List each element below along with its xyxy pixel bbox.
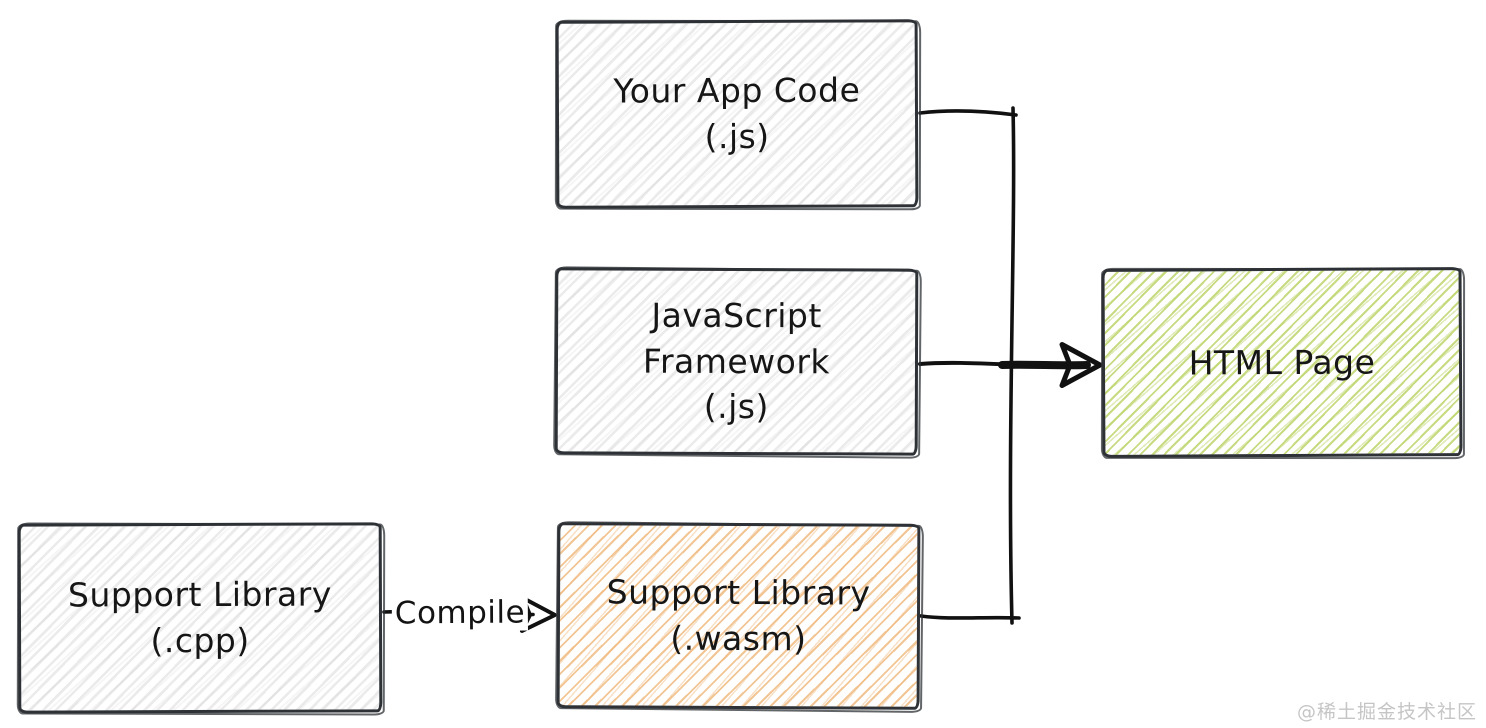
arrow-main-shaft-thick — [998, 360, 1091, 370]
label-line: Framework — [642, 341, 831, 382]
label-line: JavaScript — [651, 295, 822, 336]
box-javascript-framework: JavaScript Framework (.js) — [554, 267, 919, 456]
label-line: HTML Page — [1188, 342, 1376, 383]
box-your-app-code-label: Your App Code (.js) — [613, 68, 860, 160]
box-support-library-cpp-label: Support Library (.cpp) — [68, 572, 332, 664]
watermark-text: @稀土掘金技术社区 — [1296, 701, 1477, 723]
label-line: (.wasm) — [670, 618, 807, 659]
label-line: (.js) — [703, 387, 769, 427]
connector-trunk-vertical — [1008, 106, 1016, 625]
box-javascript-framework-label: JavaScript Framework (.js) — [643, 293, 831, 430]
arrow-main-shaft-thin — [918, 360, 1010, 367]
label-line: Support Library — [606, 572, 871, 614]
box-support-library-cpp: Support Library (.cpp) — [17, 522, 383, 714]
label-line: Support Library — [67, 575, 332, 615]
label-line: Your App Code — [613, 70, 861, 112]
box-html-page: HTML Page — [1101, 267, 1463, 458]
compile-arrow-label: Compile — [391, 594, 529, 632]
box-support-library-wasm-label: Support Library (.wasm) — [606, 570, 871, 662]
box-your-app-code: Your App Code (.js) — [555, 19, 919, 209]
label-line: (.js) — [704, 116, 770, 157]
connector-app-horizontal — [918, 109, 1018, 117]
label-line: (.cpp) — [150, 620, 250, 661]
box-html-page-label: HTML Page — [1189, 339, 1376, 386]
arrow-compile-head — [520, 596, 557, 633]
arrow-main-head — [1059, 342, 1103, 388]
box-support-library-wasm: Support Library (.wasm) — [556, 522, 921, 710]
connector-wasm-horizontal — [919, 614, 1021, 620]
